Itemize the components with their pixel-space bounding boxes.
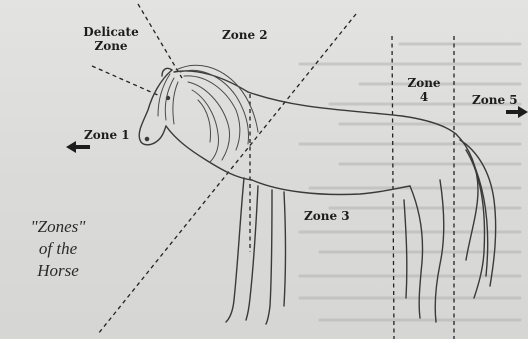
label-zone-4: Zone 4	[404, 76, 444, 104]
label-zone-2: Zone 2	[222, 28, 268, 42]
title-line-2: of the	[10, 238, 106, 260]
horse-mane	[158, 65, 258, 162]
label-zone-1: Zone 1	[84, 128, 130, 142]
horse-illustration	[139, 68, 495, 324]
arrow-right-icon	[506, 106, 528, 118]
label-delicate-line1: Delicate	[78, 25, 144, 39]
zone-line-hip-left	[392, 36, 394, 339]
zone-line-delicate-lower	[92, 66, 160, 96]
label-delicate-zone: Delicate Zone	[78, 25, 144, 53]
zone-line-diagonal	[98, 14, 356, 334]
title-line-3: Horse	[10, 260, 106, 282]
diagram-title: "Zones" of the Horse	[10, 216, 106, 282]
label-zone-5: Zone 5	[472, 93, 518, 107]
arrow-left-icon	[66, 141, 90, 153]
label-delicate-line2: Zone	[78, 39, 144, 53]
label-zone-3: Zone 3	[304, 209, 350, 223]
label-zone-4-line1: Zone	[404, 76, 444, 90]
title-line-1: "Zones"	[10, 216, 106, 238]
zone-line-delicate-upper	[138, 4, 182, 78]
label-zone-4-line2: 4	[404, 90, 444, 104]
